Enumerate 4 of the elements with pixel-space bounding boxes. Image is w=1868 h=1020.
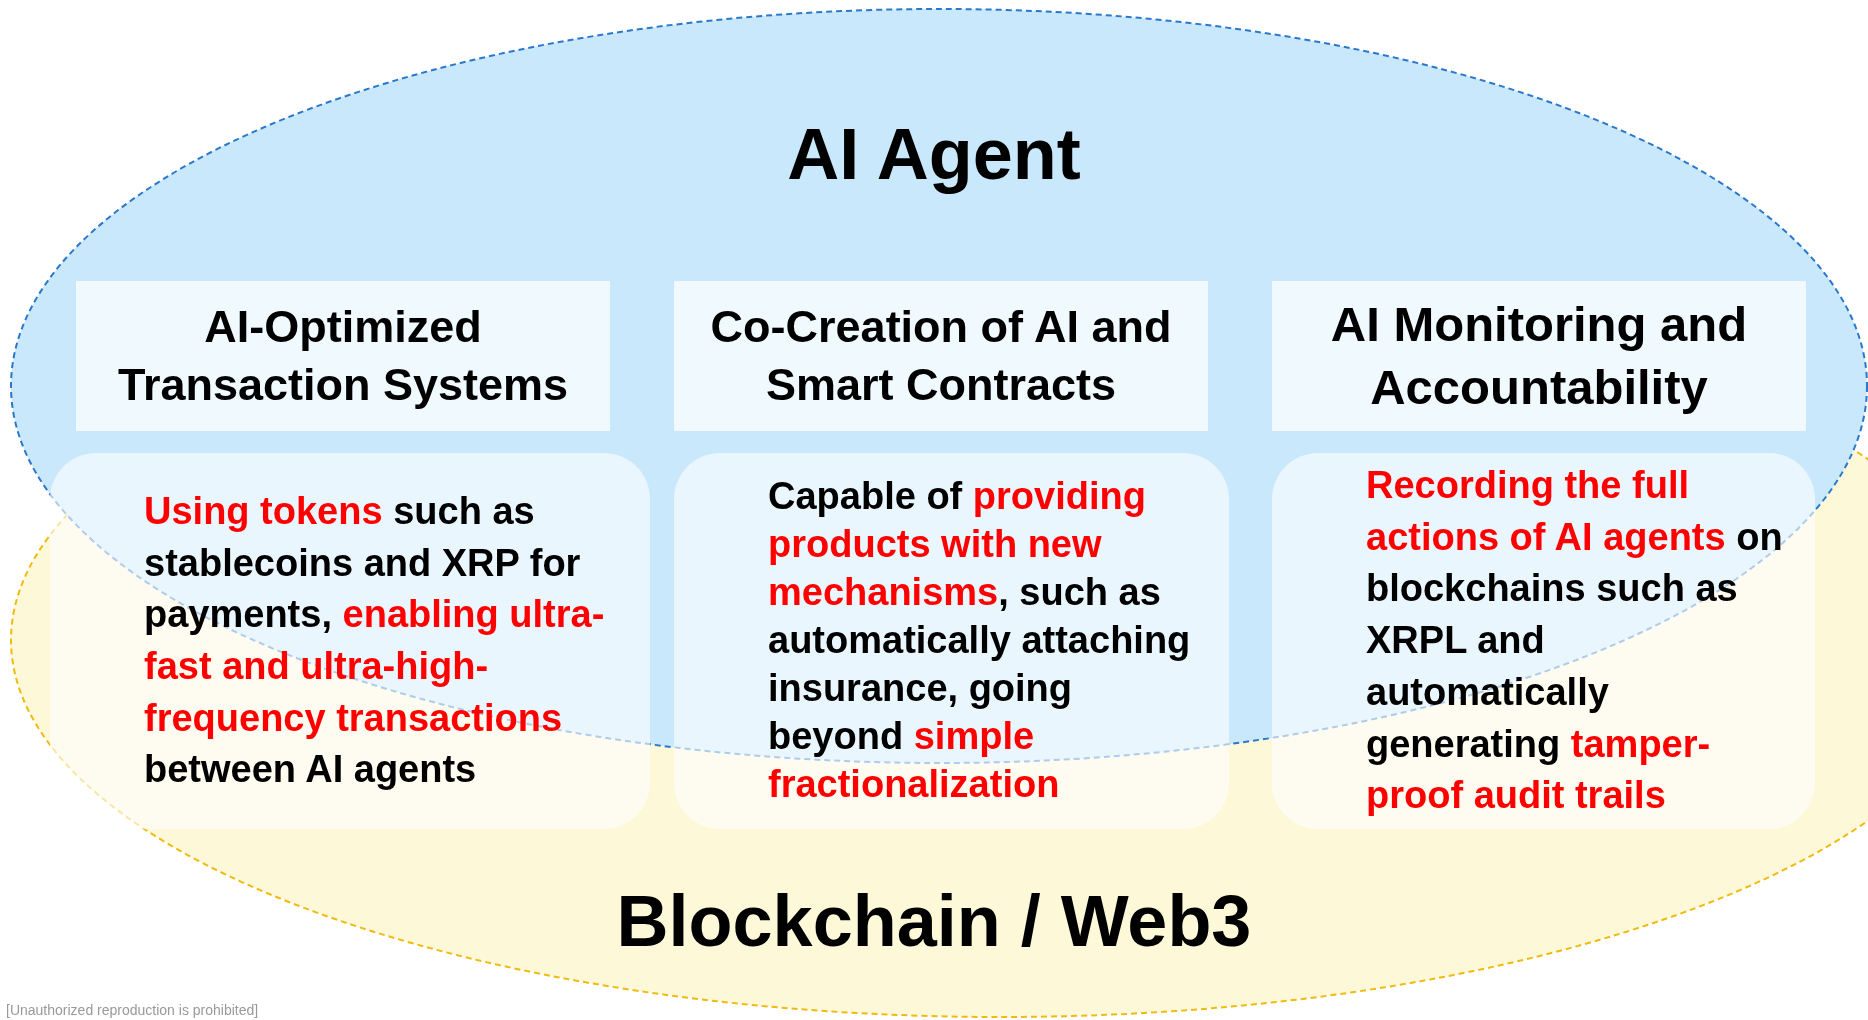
circle-title: Blockchain / Web3	[616, 885, 1252, 957]
footer-note: [Unauthorized reproduction is prohibited]	[6, 1002, 259, 1018]
heading-box: Co-Creation of AI and Smart Contracts	[674, 281, 1208, 431]
heading-box: AI Monitoring and Accountability	[1272, 281, 1806, 431]
